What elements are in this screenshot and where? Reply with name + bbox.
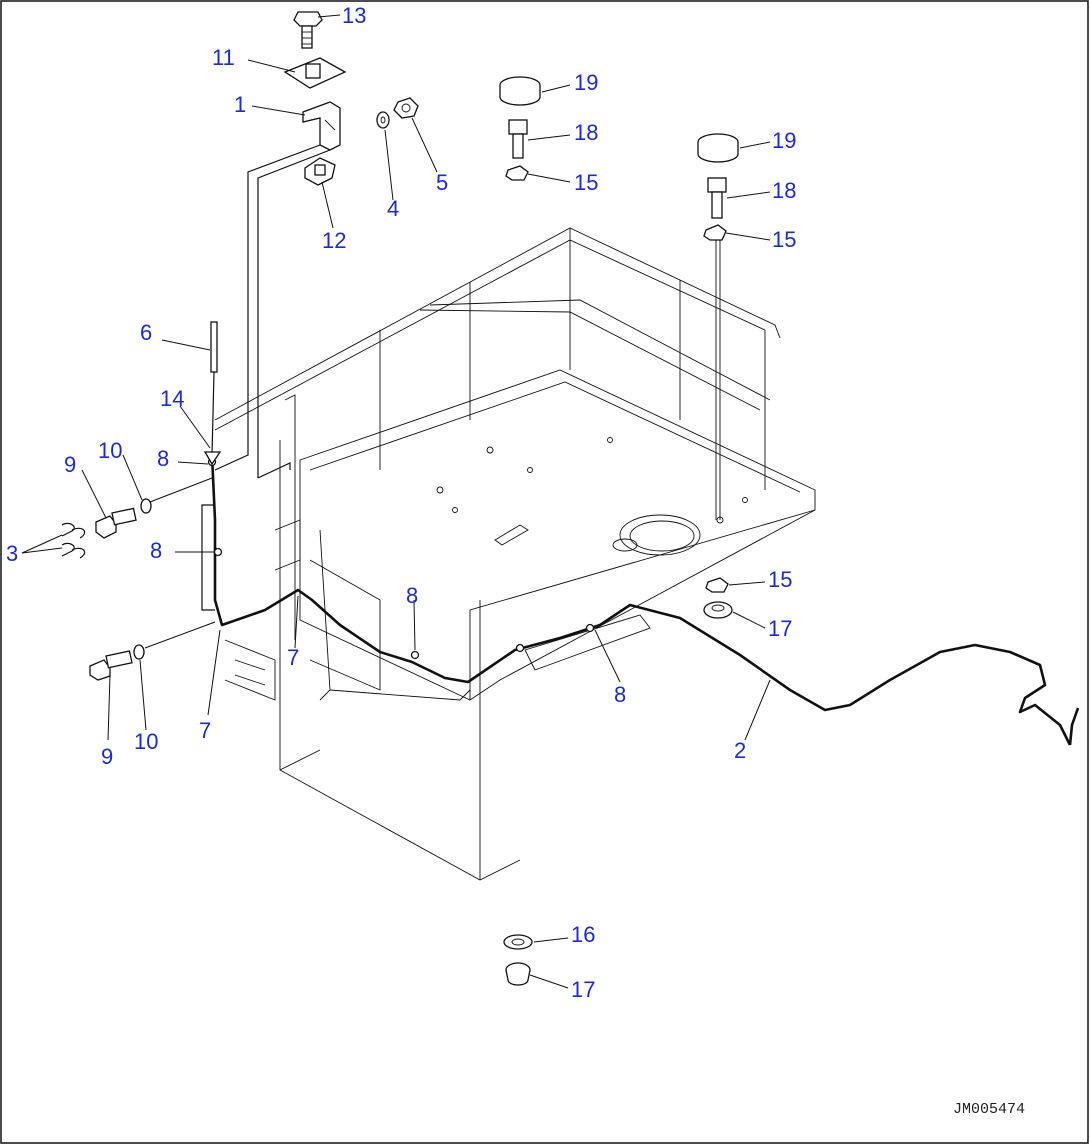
washer-4 <box>376 111 390 129</box>
bolt-18a <box>508 119 528 159</box>
callout-15b: 15 <box>772 227 796 252</box>
axis-line-b <box>144 621 216 649</box>
bracket-1 <box>302 101 341 151</box>
bolt-13 <box>293 11 323 49</box>
callout-17b: 17 <box>571 977 595 1002</box>
drawing-code: JM005474 <box>953 1101 1025 1118</box>
axis-line-a <box>149 477 213 503</box>
callout-4: 4 <box>387 196 399 221</box>
cap-19a <box>499 76 541 106</box>
bolt-18b <box>707 177 727 219</box>
callouts: 13 11 1 4 5 12 19 18 15 19 18 15 6 14 10… <box>6 3 796 1002</box>
callout-8b: 8 <box>150 538 162 563</box>
callout-19a: 19 <box>574 70 598 95</box>
callout-18a: 18 <box>574 120 598 145</box>
callout-2: 2 <box>734 738 746 763</box>
callout-7b: 7 <box>199 718 211 743</box>
nut-15b <box>703 224 727 241</box>
washer-16 <box>503 934 533 950</box>
callout-7a: 7 <box>287 645 299 670</box>
nut-5 <box>393 97 419 119</box>
callout-15a: 15 <box>574 170 598 195</box>
harness-cable <box>210 454 1072 746</box>
washer-10b <box>133 644 145 660</box>
mount-17b <box>505 962 531 986</box>
bracket-guide <box>214 144 331 479</box>
callout-8c: 8 <box>406 583 418 608</box>
mount-17a <box>703 601 733 619</box>
callout-19b: 19 <box>772 128 796 153</box>
callout-8d: 8 <box>614 682 626 707</box>
callout-18b: 18 <box>772 178 796 203</box>
callout-15c: 15 <box>768 567 792 592</box>
cable-slack <box>201 504 215 611</box>
callout-6: 6 <box>140 320 152 345</box>
callout-10a: 10 <box>98 438 122 463</box>
harness-end <box>1068 707 1080 746</box>
leader-lines <box>21 14 771 989</box>
callout-11: 11 <box>212 45 235 70</box>
floor-frame <box>214 227 816 881</box>
callout-12: 12 <box>322 228 346 253</box>
cap-19b <box>697 133 739 163</box>
callout-3: 3 <box>6 541 18 566</box>
callout-17a: 17 <box>768 616 792 641</box>
cable-clamps <box>207 457 595 660</box>
plate-11 <box>283 57 347 89</box>
callout-14: 14 <box>160 386 184 411</box>
callout-13: 13 <box>342 3 366 28</box>
clip-12 <box>304 157 336 186</box>
antenna <box>203 321 222 466</box>
clips-3 <box>61 522 86 559</box>
bolt-9b <box>89 650 133 681</box>
callout-9b: 9 <box>101 744 113 769</box>
callout-9a: 9 <box>64 452 76 477</box>
nut-15c <box>705 577 729 593</box>
callout-5: 5 <box>436 170 448 195</box>
washer-10a <box>140 498 152 514</box>
callout-1: 1 <box>234 92 246 117</box>
callout-16: 16 <box>571 922 595 947</box>
nut-15a <box>505 165 529 181</box>
callout-10b: 10 <box>134 729 158 754</box>
callout-8a: 8 <box>157 446 169 471</box>
bolt-9a <box>95 507 137 539</box>
